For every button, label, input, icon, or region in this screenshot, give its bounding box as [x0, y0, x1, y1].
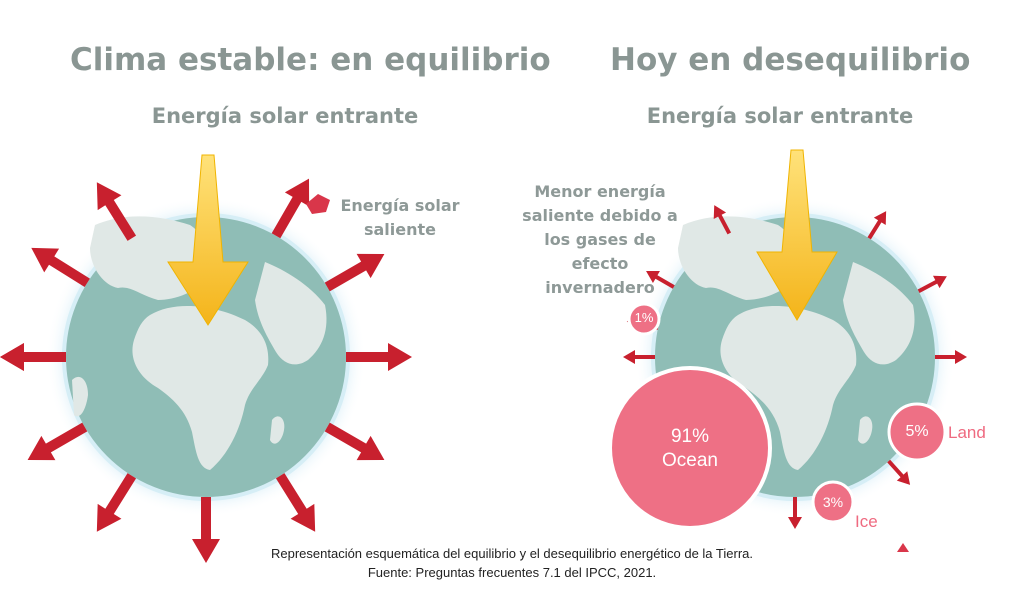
left-red-arrow	[271, 178, 310, 239]
left-red-arrow	[275, 473, 316, 532]
left-red-arrow	[27, 422, 88, 461]
reduced-label-line: efecto	[571, 254, 629, 273]
right-title: Hoy en desequilibrio	[610, 42, 971, 78]
left-outgoing-arrows	[0, 178, 412, 563]
right-thin-arrow	[935, 350, 967, 364]
ice-label: Ice	[855, 512, 878, 531]
reduced-label-line: los gases de	[544, 230, 656, 249]
reduced-label-line: Menor energía	[534, 182, 666, 201]
land-label: Land	[948, 423, 986, 442]
bubble-ocean	[608, 366, 772, 530]
left-globe	[46, 197, 366, 517]
bubble-atmosphere	[627, 302, 661, 336]
right-thin-arrow	[788, 497, 802, 529]
right-thin-arrow	[887, 459, 911, 485]
reduced-label-line: invernadero	[545, 278, 655, 297]
right-thin-arrow	[867, 211, 887, 240]
right-incoming-label: Energía solar entrante	[646, 104, 914, 128]
left-incoming-label: Energía solar entrante	[151, 104, 419, 128]
caption-source: Fuente: Preguntas frecuentes 7.1 del IPC…	[367, 565, 657, 580]
small-marker-icon	[897, 543, 909, 552]
bubble-ice	[811, 480, 855, 524]
bubble-land	[887, 402, 947, 462]
left-incoming-solar-arrow	[167, 154, 249, 326]
right-incoming-solar-arrow	[756, 149, 838, 321]
outgoing-label-line: saliente	[363, 220, 437, 239]
left-red-arrow	[346, 343, 412, 371]
left-red-arrow	[96, 182, 137, 241]
outgoing-energy-label: Energía solar saliente	[330, 194, 470, 242]
right-thin-arrow	[713, 205, 732, 235]
left-red-arrow	[324, 253, 385, 292]
caption-line: Representación esquemática del equilibri…	[270, 546, 753, 561]
right-thin-arrow	[646, 270, 675, 289]
left-red-arrow	[192, 497, 220, 563]
reduced-outgoing-label: Menor energía saliente debido a los gase…	[514, 180, 686, 300]
left-red-arrow	[31, 247, 90, 288]
outgoing-legend-icon	[306, 194, 330, 214]
left-red-arrow	[324, 422, 385, 461]
reduced-label-line: saliente debido a	[522, 206, 678, 225]
left-red-arrow	[96, 473, 137, 532]
outgoing-label-line: Energía solar	[340, 196, 460, 215]
left-red-arrow	[0, 343, 66, 371]
figure-caption: Representación esquemática del equilibri…	[0, 544, 1024, 582]
right-thin-arrow	[917, 275, 947, 294]
right-thin-arrow	[623, 350, 655, 364]
left-title: Clima estable: en equilibrio	[70, 42, 551, 78]
